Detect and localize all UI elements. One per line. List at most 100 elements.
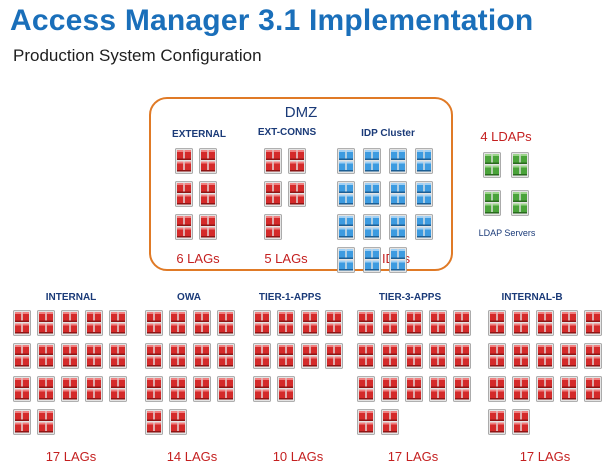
idp-cluster-server-icon	[415, 214, 433, 240]
tier-3-apps-server-icon	[453, 376, 471, 402]
ext-conns-server-icon	[264, 214, 282, 240]
internal-server-icon	[109, 376, 127, 402]
owa-server-icon	[169, 409, 187, 435]
external-server-icon	[175, 148, 193, 174]
owa-server-icon	[217, 376, 235, 402]
owa-server-icon	[169, 376, 187, 402]
tier-3-apps-server-icon	[453, 310, 471, 336]
page-subtitle: Production System Configuration	[13, 46, 262, 65]
external-server-icon	[199, 148, 217, 174]
idp-cluster-server-icon	[337, 214, 355, 240]
tier-3-apps-server-icon	[405, 376, 423, 402]
idp-cluster-server-icon	[337, 148, 355, 174]
ldap-server-icon	[511, 190, 529, 216]
internal-b-server-icon	[512, 409, 530, 435]
tier-3-apps-server-icon	[357, 343, 375, 369]
owa-server-icon	[193, 376, 211, 402]
tier-1-apps-server-icon	[277, 343, 295, 369]
count-label-tier-3-apps: 17 LAGs	[387, 449, 439, 464]
dmz-zone-box	[149, 97, 453, 271]
tier-3-apps-server-icon	[381, 310, 399, 336]
internal-b-server-icon	[488, 409, 506, 435]
internal-b-server-icon	[512, 376, 530, 402]
tier-3-apps-server-icon	[357, 376, 375, 402]
page-title: Access Manager 3.1 Implementation	[10, 4, 534, 37]
internal-server-icon	[13, 343, 31, 369]
owa-server-icon	[169, 343, 187, 369]
idp-cluster-server-icon	[415, 148, 433, 174]
internal-b-server-icon	[536, 310, 554, 336]
internal-b-server-icon	[584, 310, 602, 336]
idp-cluster-server-icon	[389, 148, 407, 174]
internal-b-server-icon	[488, 343, 506, 369]
internal-b-server-icon	[560, 310, 578, 336]
tier-3-apps-server-icon	[357, 310, 375, 336]
internal-server-icon	[37, 310, 55, 336]
internal-b-server-icon	[512, 343, 530, 369]
tier-3-apps-server-icon	[453, 343, 471, 369]
internal-server-icon	[37, 343, 55, 369]
tier-3-apps-server-icon	[381, 343, 399, 369]
internal-b-server-icon	[536, 376, 554, 402]
tier-3-apps-server-icon	[381, 376, 399, 402]
owa-server-icon	[145, 343, 163, 369]
internal-b-server-icon	[584, 343, 602, 369]
dmz-label: DMZ	[284, 104, 318, 121]
internal-server-icon	[109, 343, 127, 369]
internal-server-icon	[61, 310, 79, 336]
group-label-internal-b: INTERNAL-B	[501, 292, 563, 303]
tier-1-apps-server-icon	[301, 343, 319, 369]
owa-server-icon	[145, 376, 163, 402]
idp-cluster-server-icon	[363, 247, 381, 273]
internal-b-server-icon	[536, 343, 554, 369]
ext-conns-server-icon	[288, 148, 306, 174]
count-label-external: 6 LAGs	[176, 251, 220, 266]
group-label-ext-conns: EXT-CONNS	[257, 127, 317, 138]
tier-3-apps-server-icon	[357, 409, 375, 435]
owa-server-icon	[217, 343, 235, 369]
internal-server-icon	[61, 343, 79, 369]
tier-1-apps-server-icon	[325, 310, 343, 336]
external-server-icon	[199, 181, 217, 207]
internal-server-icon	[109, 310, 127, 336]
ext-conns-server-icon	[288, 181, 306, 207]
internal-b-server-icon	[560, 343, 578, 369]
external-server-icon	[199, 214, 217, 240]
ldap-servers-label: LDAP Servers	[478, 228, 536, 238]
idp-cluster-server-icon	[389, 247, 407, 273]
internal-b-server-icon	[512, 310, 530, 336]
internal-server-icon	[85, 376, 103, 402]
idp-cluster-server-icon	[363, 148, 381, 174]
tier-1-apps-server-icon	[277, 310, 295, 336]
tier-1-apps-server-icon	[325, 343, 343, 369]
tier-3-apps-server-icon	[429, 343, 447, 369]
owa-server-icon	[217, 310, 235, 336]
internal-b-server-icon	[584, 376, 602, 402]
group-label-internal: INTERNAL	[45, 292, 97, 303]
group-label-owa: OWA	[177, 292, 201, 303]
tier-3-apps-server-icon	[429, 310, 447, 336]
count-label-ldaps: 4 LDAPs	[480, 129, 532, 144]
idp-cluster-server-icon	[337, 247, 355, 273]
idp-cluster-server-icon	[363, 214, 381, 240]
count-label-tier-1-apps: 10 LAGs	[272, 449, 324, 464]
ldap-server-icon	[483, 190, 501, 216]
group-label-tier-1-apps: TIER-1-APPS	[258, 292, 322, 303]
owa-server-icon	[193, 310, 211, 336]
ext-conns-server-icon	[264, 181, 282, 207]
tier-3-apps-server-icon	[405, 343, 423, 369]
internal-b-server-icon	[488, 376, 506, 402]
owa-server-icon	[145, 409, 163, 435]
tier-1-apps-server-icon	[277, 376, 295, 402]
internal-server-icon	[85, 310, 103, 336]
internal-b-server-icon	[488, 310, 506, 336]
count-label-owa: 14 LAGs	[166, 449, 218, 464]
internal-server-icon	[37, 409, 55, 435]
owa-server-icon	[169, 310, 187, 336]
internal-server-icon	[13, 310, 31, 336]
internal-server-icon	[85, 343, 103, 369]
idp-cluster-server-icon	[415, 181, 433, 207]
tier-1-apps-server-icon	[301, 310, 319, 336]
count-label-internal-b: 17 LAGs	[519, 449, 571, 464]
ldap-server-icon	[483, 152, 501, 178]
